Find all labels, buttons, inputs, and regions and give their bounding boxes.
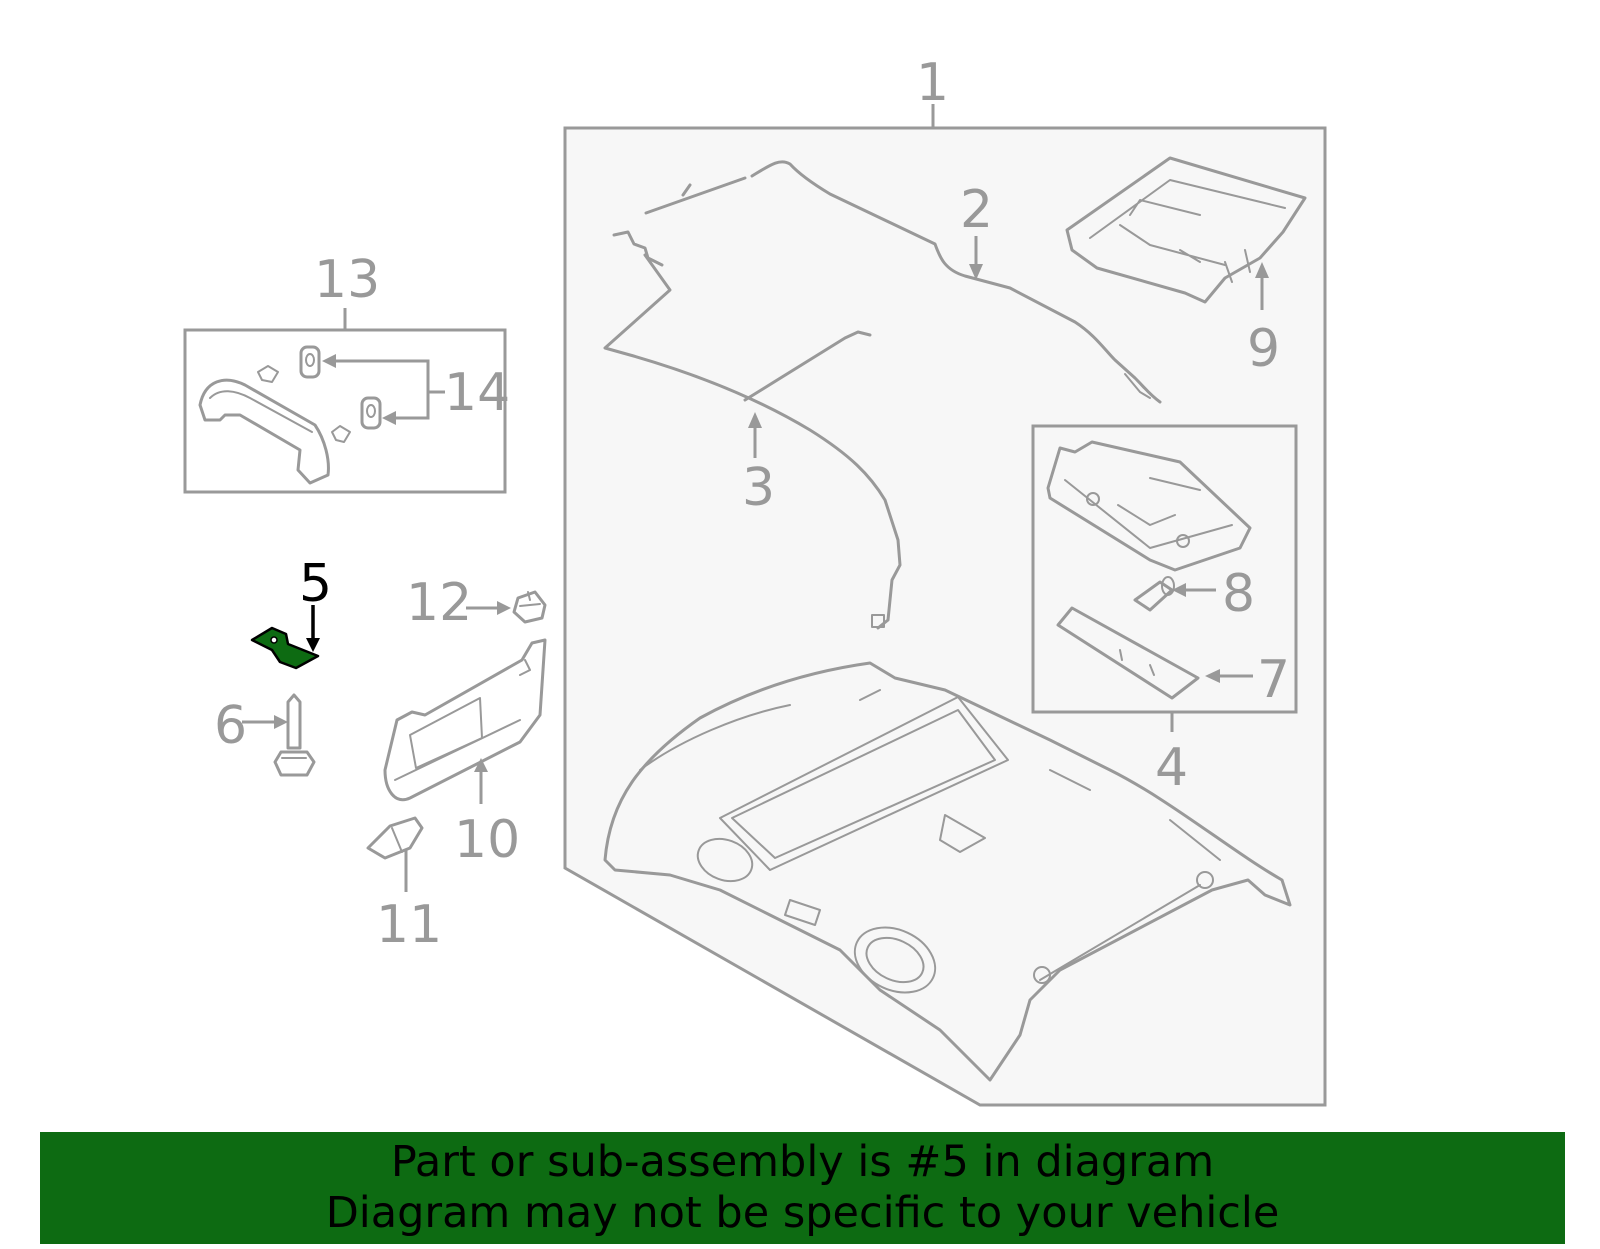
- dome-lamp-4: [1046, 440, 1252, 572]
- arrow-10: [474, 758, 488, 772]
- callout-3: 3: [742, 458, 775, 518]
- banner-line-1: Part or sub-assembly is #5 in diagram: [390, 1137, 1215, 1187]
- callout-10: 10: [454, 810, 520, 870]
- overhead-console-9: [1065, 156, 1307, 304]
- arrow-8: [1172, 583, 1186, 597]
- callout-8: 8: [1222, 564, 1255, 624]
- banner-line-2: Diagram may not be specific to your vehi…: [325, 1188, 1280, 1238]
- wire-3: [603, 230, 902, 630]
- callout-11: 11: [376, 895, 442, 955]
- clip-14a: [299, 345, 321, 379]
- bracket-5: [250, 626, 320, 670]
- clip-14b: [360, 396, 382, 430]
- headliner-panel-outline: [563, 126, 1327, 1107]
- callout-1: 1: [916, 53, 949, 113]
- callout-13: 13: [314, 250, 380, 310]
- arrow-3: [748, 412, 762, 428]
- wire-harness-2: [644, 160, 1162, 404]
- callout-5: 5: [299, 554, 332, 614]
- arrow-9: [1255, 262, 1269, 278]
- bulb-11: [366, 816, 424, 860]
- callout-4: 4: [1155, 738, 1188, 798]
- callout-12: 12: [406, 573, 472, 633]
- lens-7: [1056, 606, 1200, 700]
- arrow-5: [306, 638, 320, 652]
- callout-6: 6: [214, 696, 247, 756]
- clip-12: [512, 590, 547, 624]
- arrow-12: [497, 601, 511, 615]
- lamp-subassembly-box: [1031, 424, 1298, 714]
- callout-9: 9: [1247, 319, 1280, 379]
- callout-7: 7: [1257, 650, 1290, 710]
- cap-left: [257, 365, 351, 443]
- headliner-1: [603, 661, 1292, 1082]
- arrow-14a: [322, 354, 336, 368]
- info-banner: Part or sub-assembly is #5 in diagram Di…: [40, 1132, 1565, 1244]
- arrow-7: [1205, 669, 1220, 683]
- callout-2: 2: [960, 180, 993, 240]
- sun-visor-10: [383, 638, 547, 802]
- bolt-6: [273, 693, 316, 777]
- leader-14: [328, 359, 445, 420]
- grab-handle: [198, 378, 330, 485]
- callout-14: 14: [444, 363, 510, 423]
- arrow-14b: [382, 411, 396, 425]
- arrow-2: [969, 264, 983, 280]
- arrow-6: [274, 715, 288, 729]
